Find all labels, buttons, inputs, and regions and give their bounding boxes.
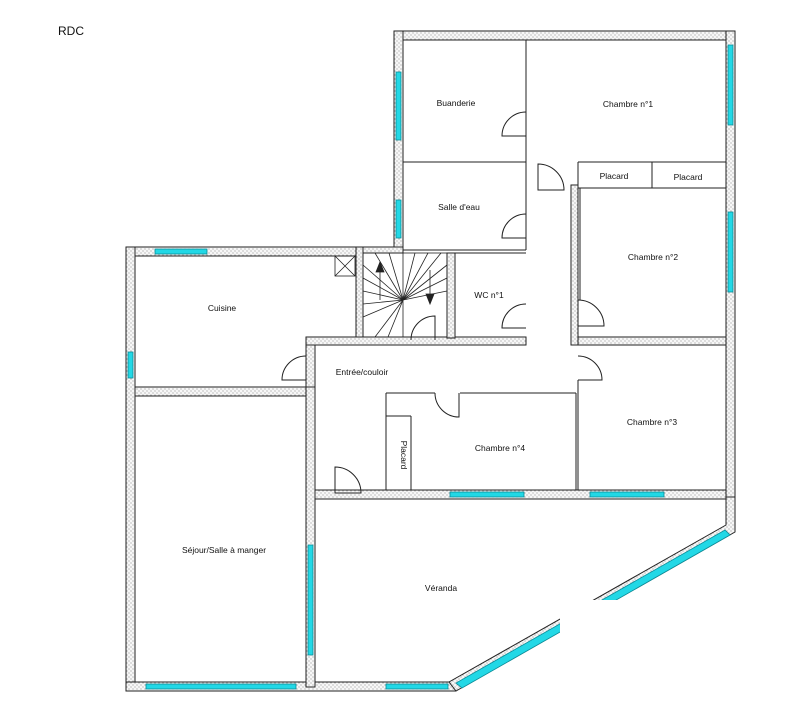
label-buanderie: Buanderie xyxy=(437,98,476,108)
label-cuisine: Cuisine xyxy=(208,303,237,313)
thin-walls xyxy=(314,40,726,682)
staircase-icon xyxy=(362,252,448,338)
label-chambre2: Chambre n°2 xyxy=(628,252,678,262)
label-placard3: Placard xyxy=(399,441,409,470)
label-placard2: Placard xyxy=(674,172,703,182)
label-chambre1: Chambre n°1 xyxy=(603,99,653,109)
label-entree: Entrée/couloir xyxy=(336,367,389,377)
label-chambre4: Chambre n°4 xyxy=(475,443,525,453)
label-wc: WC n°1 xyxy=(474,290,504,300)
veranda-diagonal-wall xyxy=(448,496,736,692)
duct-icon xyxy=(334,255,356,277)
label-chambre3: Chambre n°3 xyxy=(627,417,677,427)
label-placard1: Placard xyxy=(600,171,629,181)
blank-area xyxy=(560,600,794,722)
label-sejour: Séjour/Salle à manger xyxy=(182,545,266,555)
plan-title: RDC xyxy=(58,24,84,38)
room-labels: Buanderie Chambre n°1 Salle d'eau Placar… xyxy=(182,98,703,593)
label-salle-eau: Salle d'eau xyxy=(438,202,480,212)
doors xyxy=(281,111,605,494)
label-veranda: Véranda xyxy=(425,583,457,593)
